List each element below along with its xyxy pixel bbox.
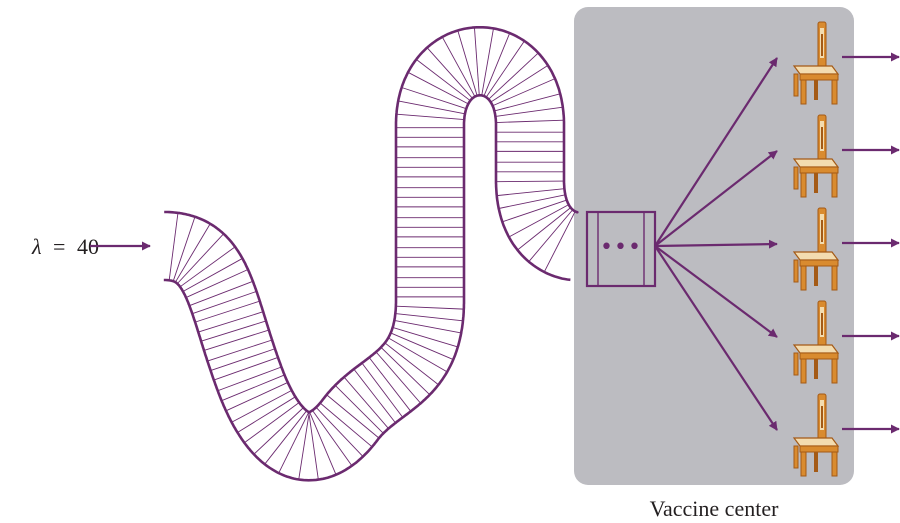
queue-rung (495, 107, 562, 116)
queue-rung (493, 79, 555, 106)
queue-rung (175, 224, 210, 282)
equals-sign: = (53, 234, 65, 259)
queue-rungs (169, 27, 575, 479)
queue-rung (192, 291, 256, 313)
queue-rung (544, 211, 575, 272)
queue-rung (442, 37, 475, 97)
queue-rung (486, 41, 524, 97)
queue-rung (198, 312, 263, 332)
queue-rung (186, 270, 248, 298)
vaccine-center-label: Vaccine center (650, 496, 780, 521)
queue-rung (204, 330, 269, 350)
queue-rung (388, 338, 447, 372)
queue-rung (207, 340, 272, 361)
queue-rung (265, 411, 307, 465)
queue-rung (335, 385, 383, 433)
queue-rung (398, 101, 465, 114)
queue-rung (211, 349, 275, 371)
queue-rung (496, 120, 564, 122)
queue-rung (244, 403, 299, 443)
queue-rung (214, 357, 278, 380)
queue-rung (482, 28, 494, 95)
queue-rung (189, 281, 253, 305)
queue-rung (395, 314, 463, 321)
queue-rung (494, 94, 560, 111)
lambda-symbol: λ (31, 234, 42, 259)
queue-rung (218, 367, 282, 391)
queue-rung (362, 363, 403, 417)
waiting-line (164, 27, 578, 480)
queue-wall-upper (164, 95, 571, 480)
queue-rung (177, 234, 223, 284)
queue-rung (320, 403, 372, 447)
queue-rung (385, 343, 439, 385)
queue-rung (499, 195, 566, 209)
queue-rung (391, 333, 454, 360)
queue-rung (474, 27, 479, 95)
queue-rung (195, 301, 260, 322)
queue-rung (201, 321, 266, 341)
queue-rung (381, 347, 430, 394)
queue-rung (484, 33, 510, 96)
queue-rung (396, 114, 464, 119)
queue-rung (458, 30, 477, 95)
buffer-dots: ••• (600, 235, 642, 260)
queue-rung (496, 181, 564, 182)
queue-rung (327, 395, 379, 438)
arrival-rate-label: λ = 40 (31, 234, 99, 259)
queue-rung (396, 306, 464, 309)
queue-rung (254, 408, 304, 455)
queue-rung (497, 189, 565, 196)
